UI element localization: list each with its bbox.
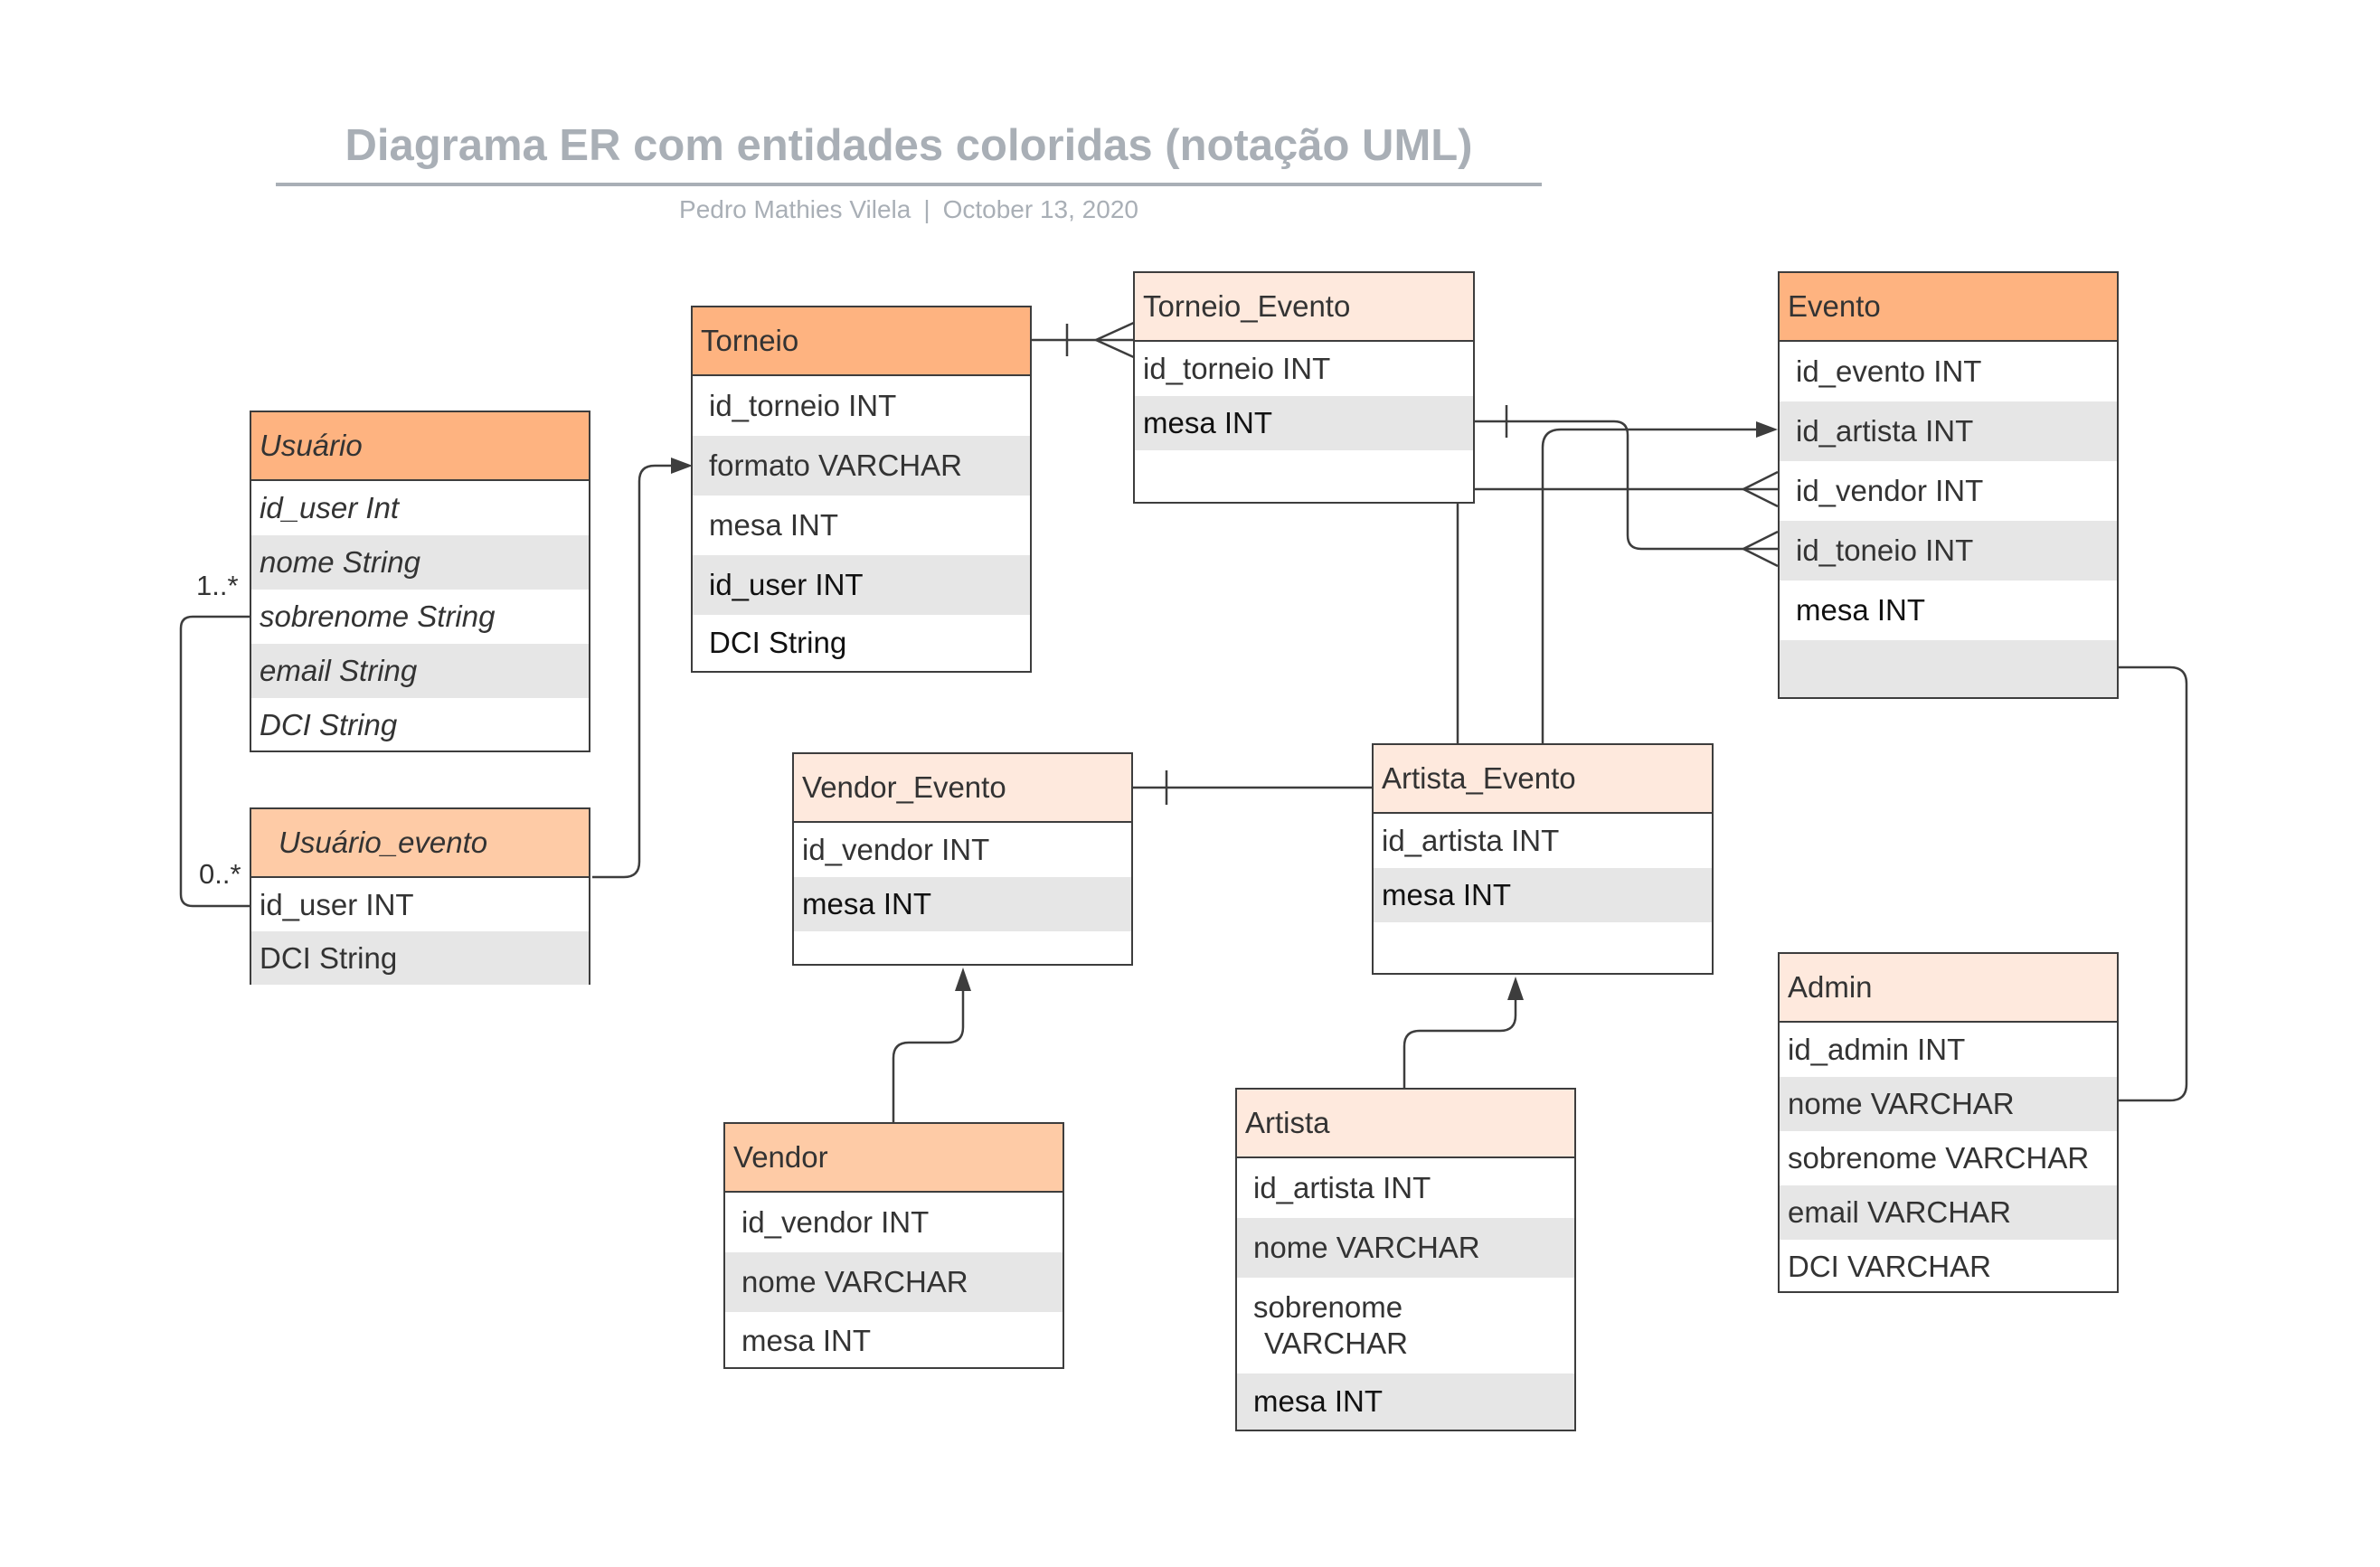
entity-usuario-evento[interactable]: Usuário_evento id_user INT DCI String [250, 807, 590, 985]
field-row: DCI VARCHAR [1788, 1249, 1991, 1283]
crowfoot-id-vendor-a [1742, 470, 1779, 491]
field-row: id_user INT [260, 887, 414, 921]
field-row: id_torneio INT [1143, 352, 1331, 385]
entity-header: Vendor_Evento [794, 754, 1131, 823]
multiplicity-usuario-evento: 0..* [199, 858, 241, 890]
field-row: sobrenome VARCHAR [1788, 1141, 2090, 1175]
arrowhead-artista-evento [1507, 977, 1524, 1000]
field-row: email String [251, 644, 589, 698]
field-row: formato VARCHAR [693, 436, 1030, 496]
entity-header: Usuário [251, 412, 589, 481]
entity-header: Evento [1780, 273, 2117, 342]
crowfoot-id-vendor-b [1742, 487, 1779, 508]
entity-header: Vendor [725, 1124, 1062, 1193]
field-text: VARCHAR [1264, 1326, 1408, 1360]
field-row: mesa INT [794, 877, 1131, 931]
field-row [1135, 450, 1473, 502]
entity-admin[interactable]: Admin id_admin INT nome VARCHAR sobrenom… [1778, 952, 2119, 1293]
entity-torneio-evento[interactable]: Torneio_Evento id_torneio INT mesa INT [1133, 271, 1475, 504]
field-text: sobrenome [1253, 1290, 1403, 1324]
field-row-sobrenome: sobrenome VARCHAR [1237, 1278, 1574, 1373]
connector-artista-evento-evento [1541, 428, 1761, 745]
entity-usuario[interactable]: Usuário id_user Int nome String sobrenom… [250, 411, 590, 752]
entity-artista-evento[interactable]: Artista_Evento id_artista INT mesa INT [1372, 743, 1714, 975]
connector-artista-artista-evento [1402, 998, 1517, 1088]
crowfoot-torneio-evento-a [1095, 320, 1137, 342]
field-row: id_artista INT [1780, 401, 2117, 461]
field-row: id_toneio INT [1780, 521, 2117, 581]
field-row: id_admin INT [1788, 1033, 1966, 1066]
entity-vendor[interactable]: Vendor id_vendor INT nome VARCHAR mesa I… [723, 1122, 1064, 1369]
field-row [1780, 640, 2117, 697]
field-row: DCI String [709, 626, 847, 659]
entity-header: Torneio [693, 307, 1030, 376]
field-row: id_evento INT [1796, 354, 1982, 388]
arrowhead-torneio [671, 458, 693, 474]
entity-header: Artista_Evento [1374, 745, 1712, 814]
entity-header: Artista [1237, 1090, 1574, 1158]
field-row: sobrenome String [260, 599, 496, 633]
crowfoot-id-toneio-b [1742, 547, 1779, 568]
diagram-title: Diagrama ER com entidades coloridas (not… [345, 121, 1473, 170]
entity-torneio[interactable]: Torneio id_torneio INT formato VARCHAR m… [691, 306, 1032, 673]
date: October 13, 2020 [942, 195, 1138, 223]
field-row: email VARCHAR [1780, 1185, 2117, 1240]
connector-usuario-evento-torneio [592, 464, 676, 879]
field-row: nome VARCHAR [725, 1252, 1062, 1312]
multiplicity-usuario: 1..* [196, 570, 239, 601]
arrowhead-vendor-evento [955, 968, 971, 991]
field-row: DCI String [251, 931, 589, 985]
author: Pedro Mathies Vilela [679, 195, 911, 223]
entity-header: Admin [1780, 954, 2117, 1023]
entity-vendor-evento[interactable]: Vendor_Evento id_vendor INT mesa INT [792, 752, 1133, 966]
field-row: nome String [251, 535, 589, 590]
diagram-subtitle: Pedro Mathies Vilela | October 13, 2020 [276, 195, 1542, 224]
field-row: id_user INT [693, 555, 1030, 615]
connector-evento-admin [2118, 666, 2188, 1102]
field-row: id_vendor INT [802, 833, 990, 866]
crowfoot-torneio-evento-b [1095, 338, 1137, 360]
field-row: mesa INT [1796, 593, 1926, 627]
field-row: id_vendor INT [1796, 474, 1984, 507]
arrowhead-id-artista [1756, 421, 1778, 438]
entity-artista[interactable]: Artista id_artista INT nome VARCHAR sobr… [1235, 1088, 1576, 1431]
field-row: id_artista INT [1253, 1171, 1431, 1204]
field-row: id_torneio INT [709, 389, 897, 422]
connector-usuario-usuario-evento [179, 615, 250, 908]
title-underline [276, 183, 1542, 186]
field-row: mesa INT [741, 1323, 872, 1357]
crowfoot-id-toneio-a [1742, 530, 1779, 551]
connector-torneio-evento-evento [1475, 420, 1778, 551]
entity-evento[interactable]: Evento id_evento INT id_artista INT id_v… [1778, 271, 2119, 699]
entity-header: Usuário_evento [251, 809, 589, 878]
field-row: mesa INT [1374, 868, 1712, 922]
field-row: nome VARCHAR [1237, 1218, 1574, 1278]
field-row: mesa INT [709, 508, 839, 542]
field-row: id_vendor INT [741, 1205, 930, 1239]
field-row: mesa INT [1135, 396, 1473, 450]
field-row: DCI String [260, 708, 398, 741]
field-row [1374, 922, 1712, 973]
connector-vendor-vendor-evento [892, 989, 965, 1122]
entity-header: Torneio_Evento [1135, 273, 1473, 342]
field-row: id_artista INT [1382, 824, 1560, 857]
subtitle-separator: | [923, 195, 930, 223]
field-row: nome VARCHAR [1780, 1077, 2117, 1131]
field-row [794, 931, 1131, 964]
field-row: mesa INT [1237, 1373, 1574, 1430]
field-row: id_user Int [260, 491, 400, 524]
